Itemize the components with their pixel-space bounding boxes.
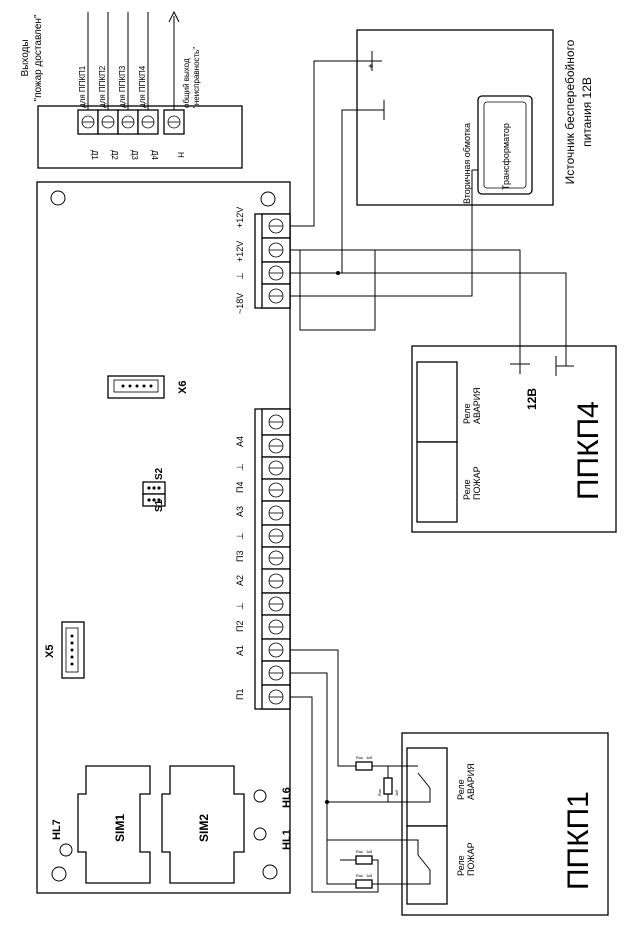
ppkp4-panel: Реле АВАРИЯ Реле ПОЖАР 12В ППКП4 <box>411 345 617 533</box>
mounting-hole-icon <box>260 191 276 207</box>
channel-label-4: для ППКП4 <box>138 65 147 108</box>
ppkp4-relay-fault <box>416 361 458 443</box>
label-a4: А4 <box>235 436 245 447</box>
fault-label-1: общий выход <box>182 58 191 108</box>
led-hl1-icon <box>253 827 267 841</box>
resistor-name-4: Rок <box>356 873 363 878</box>
ups-title-2: питания 12В <box>580 77 594 147</box>
resistor-value-1: 1к5 <box>366 755 373 760</box>
ppkp1-fire-2: ПОЖАР <box>466 842 476 876</box>
resistor-fire-series <box>355 855 373 865</box>
label-p3: П3 <box>235 551 245 562</box>
outputs-heading-2: "пожар доставлен" <box>33 14 44 101</box>
ppkp4-relay-fire <box>416 441 458 523</box>
resistor-name-3: Rок <box>356 849 363 854</box>
ups-title-1: Источник бесперебойного <box>563 39 577 184</box>
contact-n: Н <box>176 152 185 158</box>
mounting-hole-icon <box>50 190 66 206</box>
contact-d4: Д4 <box>150 150 159 160</box>
resistor-fault-series <box>355 761 373 771</box>
transformer-label: Трансформатор <box>501 123 511 190</box>
ppkp1-fire-1: Реле <box>456 855 466 876</box>
fault-label-2: "неисправность" <box>192 47 201 108</box>
resistor-value-3: 1к5 <box>366 849 373 854</box>
resistor-fault-shunt <box>383 777 393 795</box>
contact-d2: Д2 <box>110 150 119 160</box>
label-a1: А1 <box>235 645 245 656</box>
arrow-up-icon <box>168 10 180 23</box>
power-supply: + Трансформатор Вторичная обмотка Источн… <box>356 29 594 206</box>
secondary-label: Вторичная обмотка <box>462 123 472 204</box>
resistor-name-1: Rок <box>356 755 363 760</box>
label-a2: А2 <box>235 575 245 586</box>
mounting-hole-icon <box>262 864 278 880</box>
jumpers: S1 S2 <box>142 467 166 512</box>
channel-label-2: для ППКП2 <box>98 65 107 108</box>
s1-label[interactable]: S1 <box>154 499 165 512</box>
label-gnd-2: ⊥ <box>235 602 245 610</box>
ppkp1-relay-fire <box>406 825 448 905</box>
terminal-label-18v: ~18V <box>235 293 245 314</box>
output-terminals <box>77 109 185 135</box>
fault-contact-icon <box>417 772 431 789</box>
ppkp4-fire-1: Реле <box>462 479 472 500</box>
terminal-label-12v-a: +12V <box>235 207 245 228</box>
resistor-name-2: Rок <box>377 789 382 796</box>
channel-label-3: для ППКП3 <box>118 65 127 108</box>
main-board: +12V +12V ⊥ ~18V X6 S1 S2 <box>36 181 293 894</box>
sim1-holder[interactable] <box>77 765 151 884</box>
sim1-label: SIM1 <box>113 814 127 842</box>
ppkp1-fault-1: Реле <box>456 779 466 800</box>
ppkp4-fault-2: АВАРИЯ <box>472 387 482 424</box>
s2-label[interactable]: S2 <box>154 467 165 480</box>
outputs-heading-1: Выходы <box>20 39 31 76</box>
led-hl6-icon <box>253 789 267 803</box>
ppkp4-fire-2: ПОЖАР <box>472 466 482 500</box>
label-gnd-3: ⊥ <box>235 532 245 540</box>
label-gnd-4: ⊥ <box>235 463 245 471</box>
sim2-label: SIM2 <box>197 814 211 842</box>
resistor-fire-shunt <box>355 879 373 889</box>
label-p1: П1 <box>235 689 245 700</box>
sim-holders: SIM1 SIM2 <box>77 765 245 884</box>
ppkp1-title: ППКП1 <box>562 791 595 890</box>
signal-terminal-strip: А4 ⊥ П4 А3 ⊥ П3 А2 ⊥ П2 А1 П1 <box>235 408 291 710</box>
x6-connector: X6 <box>107 375 189 399</box>
sim2-holder[interactable] <box>161 765 245 884</box>
ppkp4-title: ППКП4 <box>572 401 605 500</box>
label-a3: А3 <box>235 506 245 517</box>
channel-label-1: для ППКП1 <box>78 65 87 108</box>
outputs-block: Выходы "пожар доставлен" для <box>20 10 243 169</box>
transformer-box <box>477 95 533 195</box>
hl1-label: HL1 <box>281 829 293 850</box>
ppkp1-relay-fault <box>406 747 448 827</box>
resistor-value-4: 1к5 <box>366 873 373 878</box>
label-p2: П2 <box>235 621 245 632</box>
ppkp4-voltage: 12В <box>525 388 539 410</box>
label-p4: П4 <box>235 482 245 493</box>
ppkp1-fault-2: АВАРИЯ <box>466 763 476 800</box>
wiring <box>290 60 567 893</box>
led-hl7-icon <box>59 843 73 857</box>
fire-contact-icon <box>417 854 431 871</box>
board-frame <box>36 181 291 894</box>
leds: HL7 HL6 HL1 <box>51 787 293 857</box>
ups-plus-sign: + <box>366 63 376 68</box>
terminal-label-12v-b: +12V <box>235 241 245 262</box>
x5-connector: X5 <box>44 621 85 679</box>
contact-d1: Д1 <box>90 150 99 160</box>
mounting-hole-icon <box>51 866 67 882</box>
x6-label: X6 <box>177 381 189 394</box>
resistor-value-2: 1к5 <box>394 789 399 796</box>
contact-d3: Д3 <box>130 150 139 160</box>
ppkp1-panel: Реле АВАРИЯ Реле ПОЖАР ППКП1 Rок 1к5 Rок… <box>355 732 609 916</box>
hl6-label: HL6 <box>281 787 293 808</box>
x5-label: X5 <box>44 645 56 658</box>
terminal-label-gnd: ⊥ <box>235 272 245 280</box>
hl7-label: HL7 <box>51 819 63 840</box>
power-terminal-strip: +12V +12V ⊥ ~18V <box>235 207 291 314</box>
ppkp4-fault-1: Реле <box>462 403 472 424</box>
